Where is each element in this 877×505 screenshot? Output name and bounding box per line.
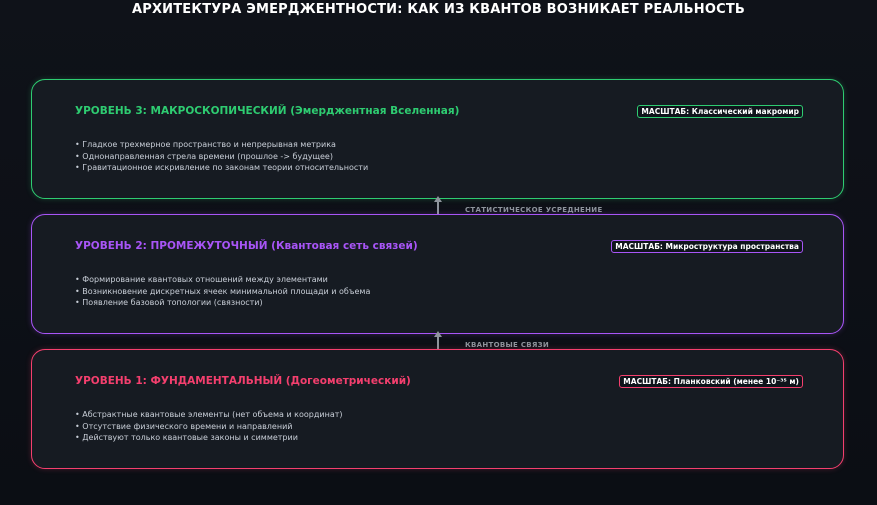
level-1-card: УРОВЕНЬ 1: ФУНДАМЕНТАЛЬНЫЙ (Догеометриче… bbox=[31, 349, 844, 469]
level-2-bullet: Формирование квантовых отношений между э… bbox=[75, 274, 370, 286]
up-arrow-icon bbox=[434, 196, 442, 224]
level-3-bullet: Однонаправленная стрела времени (прошлое… bbox=[75, 151, 368, 163]
level-3-scale-badge: МАСШТАБ: Классический макромир bbox=[637, 105, 803, 118]
level-1-heading: УРОВЕНЬ 1: ФУНДАМЕНТАЛЬНЫЙ (Догеометриче… bbox=[75, 375, 411, 387]
level-1-bullet: Отсутствие физического времени и направл… bbox=[75, 421, 343, 433]
up-arrow-icon bbox=[434, 331, 442, 359]
level-1-bullet-list: Абстрактные квантовые элементы (нет объе… bbox=[75, 409, 343, 444]
connector-label-averaging: СТАТИСТИЧЕСКОЕ УСРЕДНЕНИЕ bbox=[465, 206, 603, 214]
diagram-title: АРХИТЕКТУРА ЭМЕРДЖЕНТНОСТИ: КАК ИЗ КВАНТ… bbox=[131, 2, 746, 17]
level-2-bullet-list: Формирование квантовых отношений между э… bbox=[75, 274, 370, 309]
level-3-bullet: Гравитационное искривление по законам те… bbox=[75, 162, 368, 174]
level-2-heading: УРОВЕНЬ 2: ПРОМЕЖУТОЧНЫЙ (Квантовая сеть… bbox=[75, 240, 418, 252]
level-1-scale-badge: МАСШТАБ: Планковский (менее 10⁻³⁵ м) bbox=[619, 375, 803, 388]
level-2-bullet: Возникновение дискретных ячеек минимальн… bbox=[75, 286, 370, 298]
level-2-scale-badge: МАСШТАБ: Микроструктура пространства bbox=[611, 240, 803, 253]
level-1-bullet: Действуют только квантовые законы и симм… bbox=[75, 432, 343, 444]
level-2-bullet: Появление базовой топологии (связности) bbox=[75, 297, 370, 309]
level-3-card: УРОВЕНЬ 3: МАКРОСКОПИЧЕСКИЙ (Эмерджентна… bbox=[31, 79, 844, 199]
level-3-heading: УРОВЕНЬ 3: МАКРОСКОПИЧЕСКИЙ (Эмерджентна… bbox=[75, 105, 460, 117]
level-3-bullet-list: Гладкое трехмерное пространство и непрер… bbox=[75, 139, 368, 174]
connector-label-quantum-links: КВАНТОВЫЕ СВЯЗИ bbox=[465, 341, 550, 349]
level-1-bullet: Абстрактные квантовые элементы (нет объе… bbox=[75, 409, 342, 421]
level-3-bullet: Гладкое трехмерное пространство и непрер… bbox=[75, 139, 368, 151]
level-2-card: УРОВЕНЬ 2: ПРОМЕЖУТОЧНЫЙ (Квантовая сеть… bbox=[31, 214, 844, 334]
